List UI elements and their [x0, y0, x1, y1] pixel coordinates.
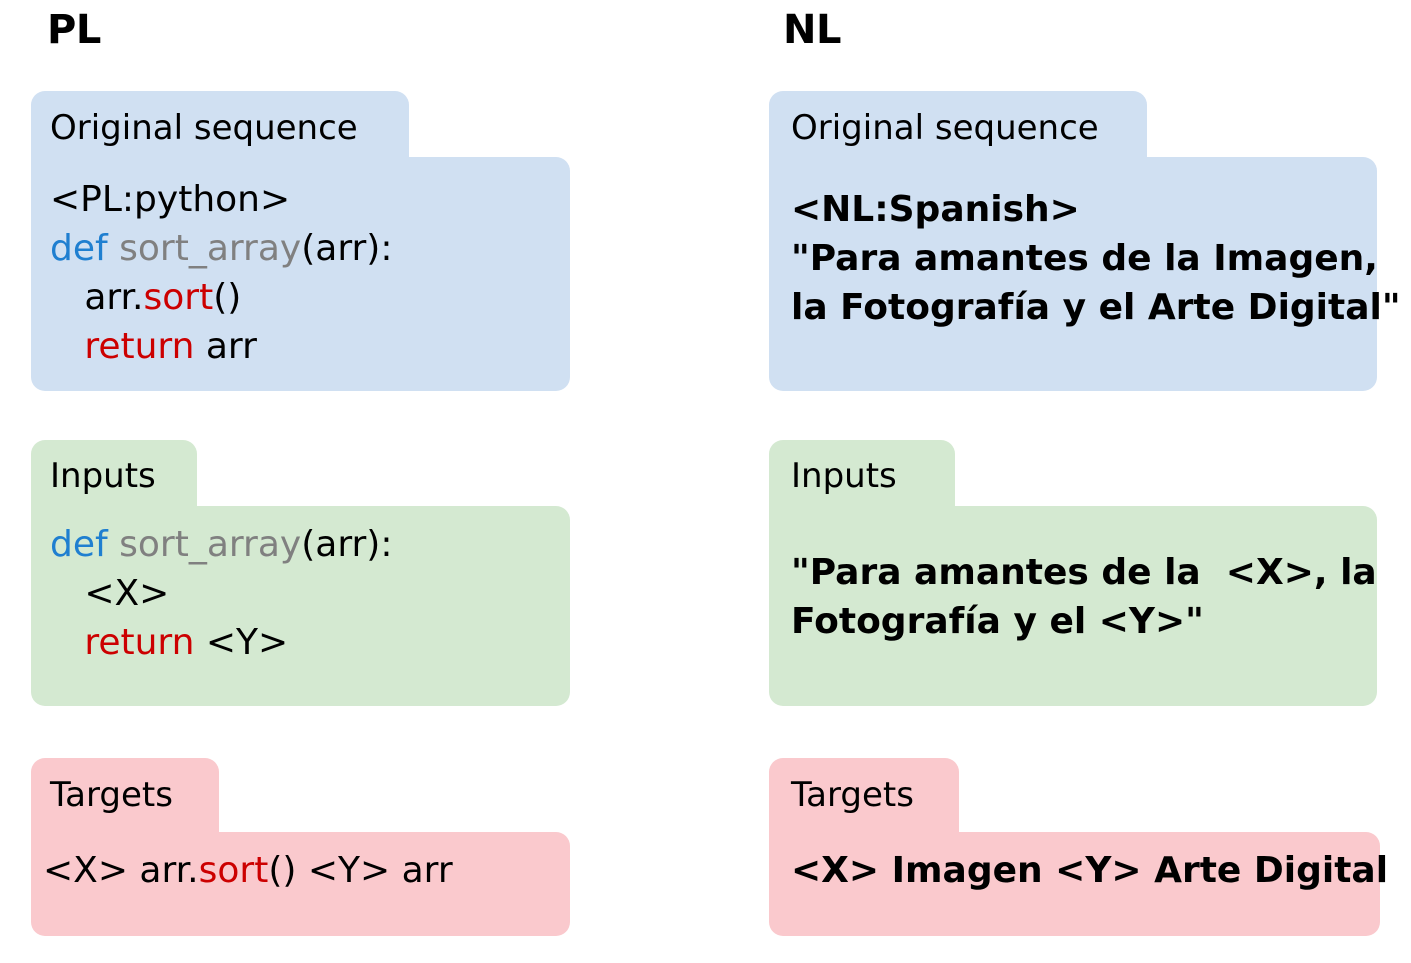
card-tab-label: Targets: [791, 775, 914, 815]
card-content: "Para amantes de la <X>, la Fotografía y …: [791, 548, 1377, 646]
code-token: def: [50, 228, 120, 269]
code-line: "Para amantes de la Imagen,: [791, 234, 1401, 283]
code-token: la Fotografía y el Arte Digital": [791, 287, 1401, 328]
card-body-shape: [769, 832, 1380, 936]
card-joint-filler: [31, 820, 71, 860]
card-joint-filler: [769, 500, 809, 540]
code-line: return arr: [50, 322, 392, 371]
code-token: return: [84, 326, 195, 367]
code-token: def: [50, 524, 120, 565]
code-token: arr.: [50, 277, 144, 318]
card-joint-filler: [31, 500, 71, 540]
card-body-shape: [31, 157, 570, 391]
card-content: <NL:Spanish> "Para amantes de la Imagen, l…: [791, 185, 1401, 332]
card-joint-filler: [769, 151, 809, 191]
code-line: arr.sort(): [50, 273, 392, 322]
code-line: def sort_array(arr):: [50, 520, 392, 569]
code-token: [50, 622, 84, 663]
code-line: <X> Imagen <Y> Arte Digital: [791, 846, 1388, 895]
code-token: <PL:python>: [50, 179, 291, 220]
card-body-shape: [31, 832, 570, 936]
code-token: sort: [143, 277, 214, 318]
code-token: "Para amantes de la <X>, la: [791, 552, 1377, 593]
code-token: <X>: [50, 573, 170, 614]
code-token: Fotografía y el <Y>": [791, 601, 1204, 642]
card-tab-label: Original sequence: [50, 108, 358, 148]
code-token: () <Y> arr: [268, 850, 453, 891]
code-token: <X> Imagen <Y> Arte Digital: [791, 850, 1389, 891]
code-line: <NL:Spanish>: [791, 185, 1401, 234]
card-body-shape: [769, 506, 1377, 706]
column-heading-pl: PL: [47, 7, 101, 53]
card-tab-label: Inputs: [50, 456, 156, 496]
code-line: <X>: [50, 569, 392, 618]
card-content: <X> Imagen <Y> Arte Digital: [791, 846, 1388, 895]
code-token: return: [84, 622, 195, 663]
code-token: [50, 326, 84, 367]
code-line: return <Y>: [50, 618, 392, 667]
code-line: <X> arr.sort() <Y> arr: [43, 846, 453, 895]
code-line: def sort_array(arr):: [50, 224, 392, 273]
code-line: <PL:python>: [50, 175, 392, 224]
code-token: <Y>: [194, 622, 289, 663]
code-token: <NL:Spanish>: [791, 189, 1080, 230]
card-content: <PL:python>def sort_array(arr): arr.sort…: [50, 175, 392, 371]
card-content: def sort_array(arr): <X> return <Y>: [50, 520, 392, 667]
code-line: la Fotografía y el Arte Digital": [791, 283, 1401, 332]
card-tab-label: Original sequence: [791, 108, 1099, 148]
code-token: (arr):: [301, 524, 393, 565]
code-token: (arr):: [301, 228, 393, 269]
code-line: "Para amantes de la <X>, la: [791, 548, 1377, 597]
column-heading-nl: NL: [783, 7, 841, 53]
code-token: <X> arr.: [43, 850, 199, 891]
code-token: "Para amantes de la Imagen,: [791, 238, 1378, 279]
code-token: (): [213, 277, 242, 318]
card-tab-label: Targets: [50, 775, 173, 815]
code-token: sort_array: [119, 524, 302, 565]
code-line: Fotografía y el <Y>": [791, 597, 1377, 646]
card-content: <X> arr.sort() <Y> arr: [43, 846, 453, 895]
code-token: arr: [194, 326, 257, 367]
card-tab-label: Inputs: [791, 456, 897, 496]
code-token: sort_array: [119, 228, 302, 269]
card-joint-filler: [31, 151, 71, 191]
code-token: sort: [198, 850, 269, 891]
card-joint-filler: [769, 820, 809, 860]
card-body-shape: [31, 506, 570, 706]
card-body-shape: [769, 157, 1377, 391]
